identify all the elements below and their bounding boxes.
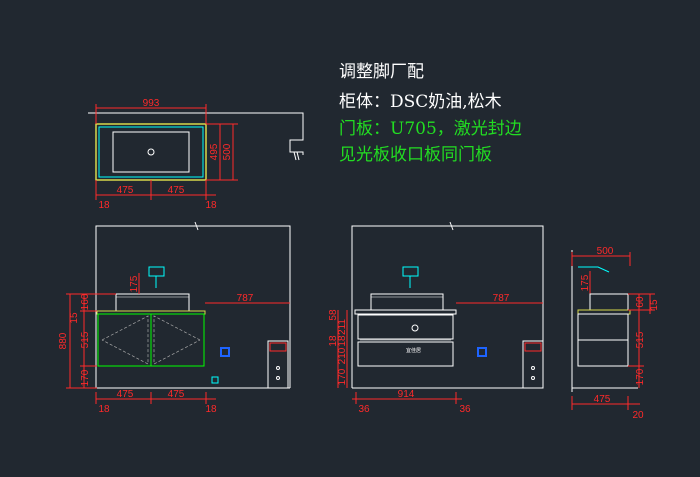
brand-emblem-icon (411, 324, 419, 332)
basin-b (370, 293, 444, 311)
faucet-plate-b (402, 266, 419, 277)
dim-label-15-side: 15 (649, 299, 660, 311)
power-box-a-dot (276, 366, 280, 370)
plan-cabinet-body (98, 126, 204, 178)
dim-label-210: 210 (337, 347, 348, 364)
dim-label-36-left: 36 (358, 404, 370, 415)
dim-label-20-side: 20 (632, 410, 644, 421)
drawer-bottom (357, 341, 454, 367)
power-box-b-dot (531, 376, 535, 380)
dim-label-787-a: 787 (237, 293, 254, 304)
wall-outline-b (351, 225, 544, 388)
countertop-side (577, 309, 631, 315)
note-open-panel: 见光板收口板同门板 (339, 145, 492, 165)
faucet-side (578, 266, 610, 273)
plan-wall-tick (296, 151, 300, 161)
door-right (150, 313, 205, 367)
dim-label-500: 500 (222, 143, 233, 160)
power-box-a-label (269, 342, 287, 352)
note-body-material: 柜体：DSC奶油,松木 (339, 92, 502, 112)
dim-label-211: 211 (337, 319, 348, 335)
door-open-diagonal-left (101, 315, 149, 365)
dim-label-175-a: 175 (129, 275, 140, 292)
faucet-plate (148, 266, 165, 277)
countertop-b (354, 309, 457, 315)
dim-label-18-left: 18 (98, 200, 110, 211)
wall-break-tick (449, 221, 454, 231)
dim-label-475-a-right: 475 (168, 389, 185, 400)
dim-label-175-side: 175 (580, 274, 591, 291)
power-box-a-dot (276, 376, 280, 380)
dim-label-880: 880 (58, 332, 69, 349)
drawer-top (357, 314, 454, 340)
socket-marker (477, 347, 487, 357)
basin-a (115, 293, 190, 312)
dim-label-160-a: 160 (80, 293, 91, 310)
basin-side (589, 293, 629, 311)
dim-label-18-right: 18 (205, 200, 217, 211)
dim-label-18-b2: 18 (337, 335, 348, 347)
dim-label-495: 495 (209, 143, 220, 160)
front-view-a: 175 787 880 160 15 515 170 475 475 18 18 (58, 221, 291, 415)
power-box-a (267, 340, 289, 389)
notes: 调整脚厂配 柜体：DSC奶油,松木 门板：U705，激光封边 见光板收口板同门板 (339, 62, 522, 165)
power-box-b (522, 340, 544, 389)
plan-wall-tick (293, 151, 297, 161)
wall-break-tick (194, 221, 199, 231)
socket-marker (220, 347, 230, 357)
dim-label-475-left: 475 (117, 185, 134, 196)
plan-basin-drain (147, 148, 155, 156)
dim-label-475-right: 475 (168, 185, 185, 196)
dim-label-170-a: 170 (80, 369, 91, 386)
plan-wall-outline (88, 112, 304, 155)
power-box-b-dot (531, 366, 535, 370)
dim-label-170-side: 170 (635, 368, 646, 385)
dim-label-170-b: 170 (337, 368, 348, 385)
wall-outline-a (95, 225, 291, 388)
door-open-diagonal-right (153, 315, 201, 365)
note-door-material: 门板：U705，激光封边 (339, 119, 522, 139)
dim-label-18-a-left: 18 (98, 404, 110, 415)
dim-label-36-right: 36 (459, 404, 471, 415)
dim-label-18-b1: 18 (328, 335, 339, 347)
dim-label-787-b: 787 (493, 293, 510, 304)
dim-label-993: 993 (143, 98, 160, 109)
front-view-b: 宜佳居 787 58 211 18 18 210 170 914 36 36 (328, 221, 544, 415)
dim-label-500-side: 500 (597, 246, 614, 257)
dim-label-475-side: 475 (594, 394, 611, 405)
dim-label-58: 58 (328, 309, 339, 321)
plan-basin (112, 131, 190, 173)
dim-label-515-side: 515 (635, 331, 646, 348)
dim-label-18-a-right: 18 (205, 404, 217, 415)
dim-label-515-a: 515 (80, 331, 91, 348)
power-box-b-label (524, 342, 542, 352)
door-left (97, 313, 152, 367)
dim-label-914: 914 (398, 389, 415, 400)
dim-label-60-side: 60 (635, 296, 646, 308)
note-title: 调整脚厂配 (339, 62, 424, 82)
dim-label-15-a: 15 (69, 312, 80, 324)
plan-view: 993 475 475 18 18 495 500 (88, 98, 304, 211)
side-view: 500 175 60 15 515 170 475 20 (571, 246, 660, 421)
brand-logo-text: 宜佳居 (406, 347, 421, 354)
dim-label-475-a-left: 475 (117, 389, 134, 400)
floor-drain-marker (211, 376, 219, 384)
